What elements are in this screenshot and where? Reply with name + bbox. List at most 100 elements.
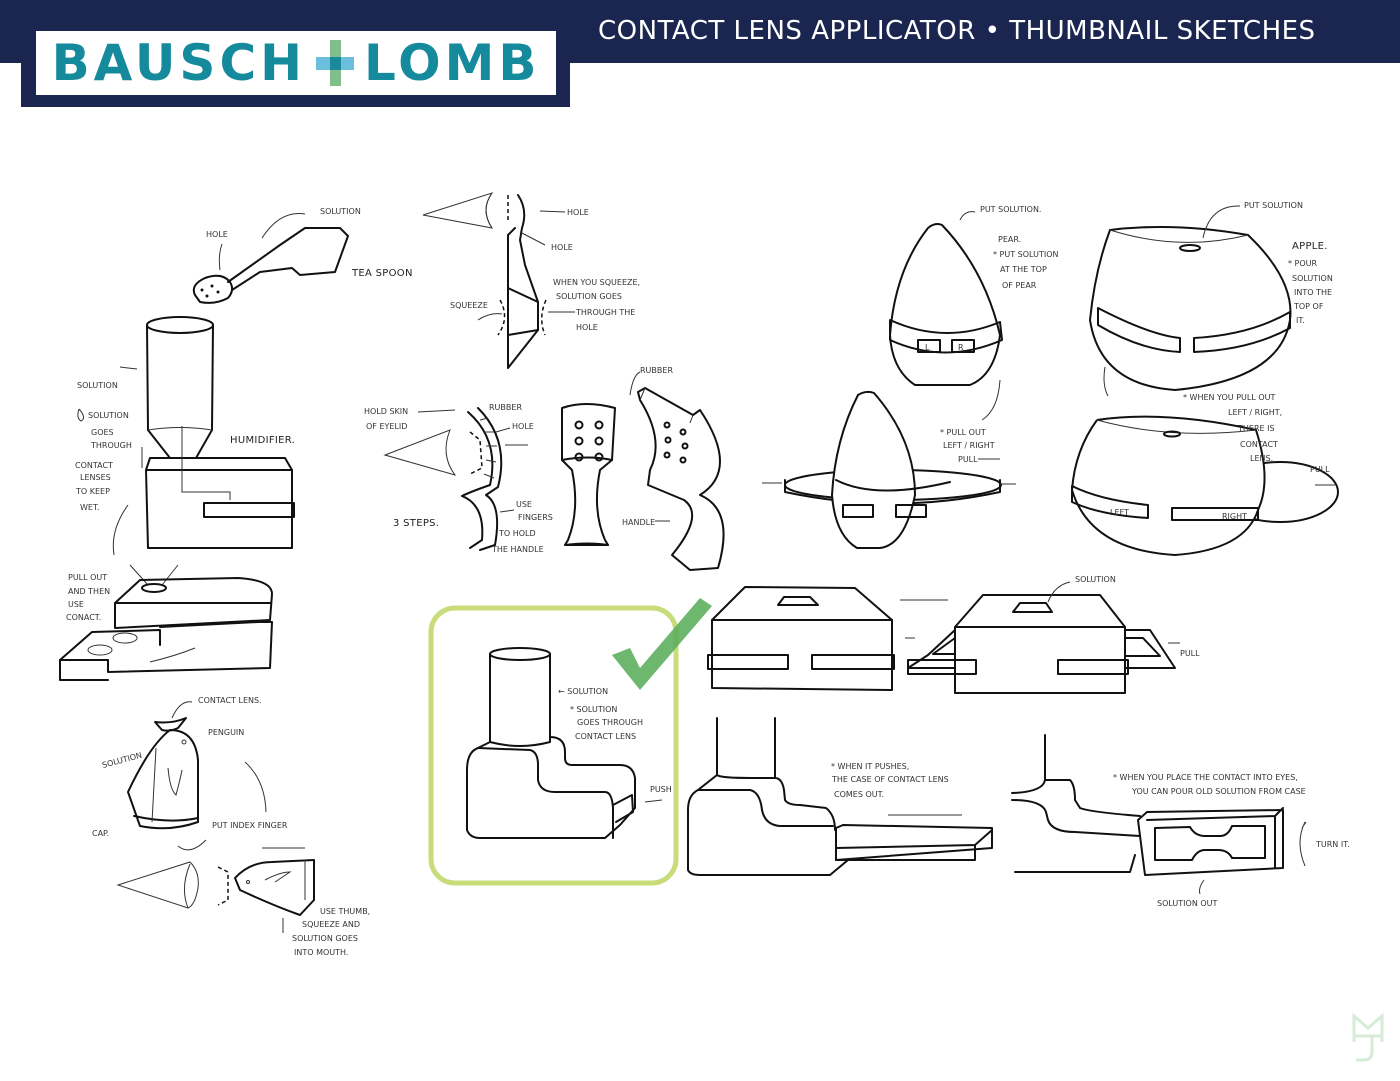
pear-pull-label: PULL — [958, 455, 978, 464]
pear-name-label: PEAR. — [998, 235, 1021, 244]
apple-note-4: TOP OF — [1293, 302, 1324, 311]
turn-case-sketch: TURN IT. * WHEN YOU PLACE THE CONTACT IN… — [1011, 734, 1350, 908]
humidifier-name-label: HUMIDIFIER. — [230, 435, 295, 446]
penguin-thumb-3: SOLUTION GOES — [292, 934, 358, 943]
eyelid-rubber2-label: RUBBER — [640, 366, 673, 375]
pear-right-label: R — [958, 343, 964, 352]
watermark-logo — [1350, 1012, 1386, 1069]
pear-pull-2: LEFT / RIGHT — [943, 441, 995, 450]
apple-note-2: SOLUTION — [1292, 274, 1333, 283]
humidifier-solution-label: SOLUTION — [77, 381, 118, 390]
squeeze-sketch: HOLE HOLE SQUEEZE WHEN YOU SQUEEZE, SOLU… — [422, 192, 640, 369]
selected-note-2: GOES THROUGH — [577, 718, 643, 727]
eyelid-use-1: USE — [516, 500, 532, 509]
apple-when-4: CONTACT — [1240, 440, 1278, 449]
eyelid-hold-1: HOLD SKIN — [364, 407, 408, 416]
apple-right-label: RIGHT — [1222, 512, 1247, 521]
pear-note-1: * PUT SOLUTION — [993, 250, 1058, 259]
tray-note-3: USE — [68, 600, 84, 609]
apple-when-5: LENS. — [1250, 454, 1273, 463]
apple-when-1: * WHEN YOU PULL OUT — [1183, 393, 1275, 402]
humidifier-note-1: SOLUTION — [88, 411, 129, 420]
spoon-solution-label: SOLUTION — [320, 207, 361, 216]
humidifier-note-5: LENSES — [80, 473, 111, 482]
penguin-contact-label: CONTACT LENS. — [198, 696, 262, 705]
humidifier-note-2: GOES — [91, 428, 114, 437]
spoon-hole-label: HOLE — [206, 230, 228, 239]
apple-note-1: * POUR — [1288, 259, 1318, 268]
penguin-solution-label: SOLUTION — [101, 751, 143, 770]
penguin-thumb-1: USE THUMB, — [320, 907, 370, 916]
pear-note-2: AT THE TOP — [1000, 265, 1047, 274]
eyelid-sketch: HOLD SKIN OF EYELID RUBBER HOLE 3 STEPS.… — [364, 366, 725, 571]
brand-left: BAUSCH — [51, 34, 306, 92]
apple-put-label: PUT SOLUTION — [1244, 201, 1303, 210]
apple-note-3: INTO THE — [1294, 288, 1332, 297]
eyelid-steps-label: 3 STEPS. — [393, 518, 439, 529]
selection-frame — [428, 605, 679, 886]
apple-when-3: THERE IS — [1237, 424, 1275, 433]
turn-case-note-2: YOU CAN POUR OLD SOLUTION FROM CASE — [1131, 787, 1306, 796]
tray-note-1: PULL OUT — [68, 573, 107, 582]
brand-logo: BAUSCH LOMB — [36, 31, 556, 95]
push-case-note-2: THE CASE OF CONTACT LENS — [831, 775, 949, 784]
push-case-sketch: * WHEN IT PUSHES, THE CASE OF CONTACT LE… — [687, 717, 993, 876]
checkmark-icon — [612, 598, 712, 690]
pear-left-label: L — [925, 343, 930, 352]
tray-sketch: PULL OUT AND THEN USE CONACT. — [59, 564, 273, 681]
penguin-thumb-4: INTO MOUTH. — [294, 948, 348, 957]
squeeze-note-2: SOLUTION GOES — [556, 292, 622, 301]
push-case-note-3: COMES OUT. — [834, 790, 884, 799]
squeeze-note-1: WHEN YOU SQUEEZE, — [553, 278, 640, 287]
squeeze-note-4: HOLE — [576, 323, 598, 332]
apple-left-label: LEFT — [1110, 508, 1129, 517]
eyelid-use-4: THE HANDLE — [491, 545, 544, 554]
handle-holes — [574, 420, 604, 462]
penguin-sketch: CONTACT LENS. PENGUIN SOLUTION CAP. PUT … — [92, 696, 370, 957]
penguin-cap-label: CAP. — [92, 829, 109, 838]
eyelid-handle-label: HANDLE — [622, 518, 655, 527]
push-case-note-1: * WHEN IT PUSHES, — [831, 762, 909, 771]
selected-note-3: CONTACT LENS — [575, 732, 636, 741]
apple-note-5: IT. — [1296, 316, 1305, 325]
eyelid-use-2: FINGERS — [518, 513, 553, 522]
spoon-sketch: SOLUTION HOLE TEA SPOON — [192, 207, 412, 304]
humidifier-note-4: CONTACT — [75, 461, 113, 470]
squeeze-hole-label-1: HOLE — [567, 208, 589, 217]
selected-concept: ← SOLUTION * SOLUTION GOES THROUGH CONTA… — [428, 598, 712, 886]
eyelid-hold-2: OF EYELID — [366, 422, 407, 431]
selected-note-1: * SOLUTION — [570, 705, 617, 714]
pear-pull-1: * PULL OUT — [940, 428, 986, 437]
apple-when-2: LEFT / RIGHT, — [1228, 408, 1282, 417]
penguin-finger-label: PUT INDEX FINGER — [212, 821, 288, 830]
eyelid-use-3: TO HOLD — [498, 529, 536, 538]
turn-case-turn-label: TURN IT. — [1315, 840, 1350, 849]
apple-sketch: PUT SOLUTION APPLE. * POUR SOLUTION INTO… — [1071, 201, 1339, 556]
selected-push-label: PUSH — [650, 785, 672, 794]
plus-icon — [315, 40, 354, 86]
eyelid-rubber-label: RUBBER — [489, 403, 522, 412]
tray-note-4: CONACT. — [66, 613, 101, 622]
box-sketch: SOLUTION PULL — [707, 575, 1200, 694]
squeeze-note-3: THROUGH THE — [575, 308, 635, 317]
brand-right: LOMB — [363, 34, 541, 92]
humidifier-note-3: THROUGH — [90, 441, 132, 450]
pear-sketch: L R PUT SOLUTION. PEAR. * PUT SOLUTION A… — [762, 205, 1058, 549]
squeeze-hole-label-2: HOLE — [551, 243, 573, 252]
apple-pull-label: PULL — [1310, 465, 1330, 474]
selected-solution-label: ← SOLUTION — [558, 687, 608, 696]
humidifier-note-6: TO KEEP — [75, 487, 110, 496]
penguin-thumb-2: SQUEEZE AND — [302, 920, 360, 929]
humidifier-note-7: WET. — [80, 503, 99, 512]
page-title: CONTACT LENS APPLICATOR • THUMBNAIL SKET… — [598, 16, 1316, 46]
pear-note-3: OF PEAR — [1002, 281, 1037, 290]
box-solution-label: SOLUTION — [1075, 575, 1116, 584]
eyelid-hole-label: HOLE — [512, 422, 534, 431]
squeeze-label: SQUEEZE — [450, 301, 488, 310]
penguin-name-label: PENGUIN — [208, 728, 244, 737]
apple-name-label: APPLE. — [1292, 241, 1328, 252]
tray-note-2: AND THEN — [68, 587, 110, 596]
humidifier-sketch: SOLUTION SOLUTION GOES THROUGH CONTACT L… — [75, 316, 295, 556]
turn-case-note-1: * WHEN YOU PLACE THE CONTACT INTO EYES, — [1113, 773, 1298, 782]
